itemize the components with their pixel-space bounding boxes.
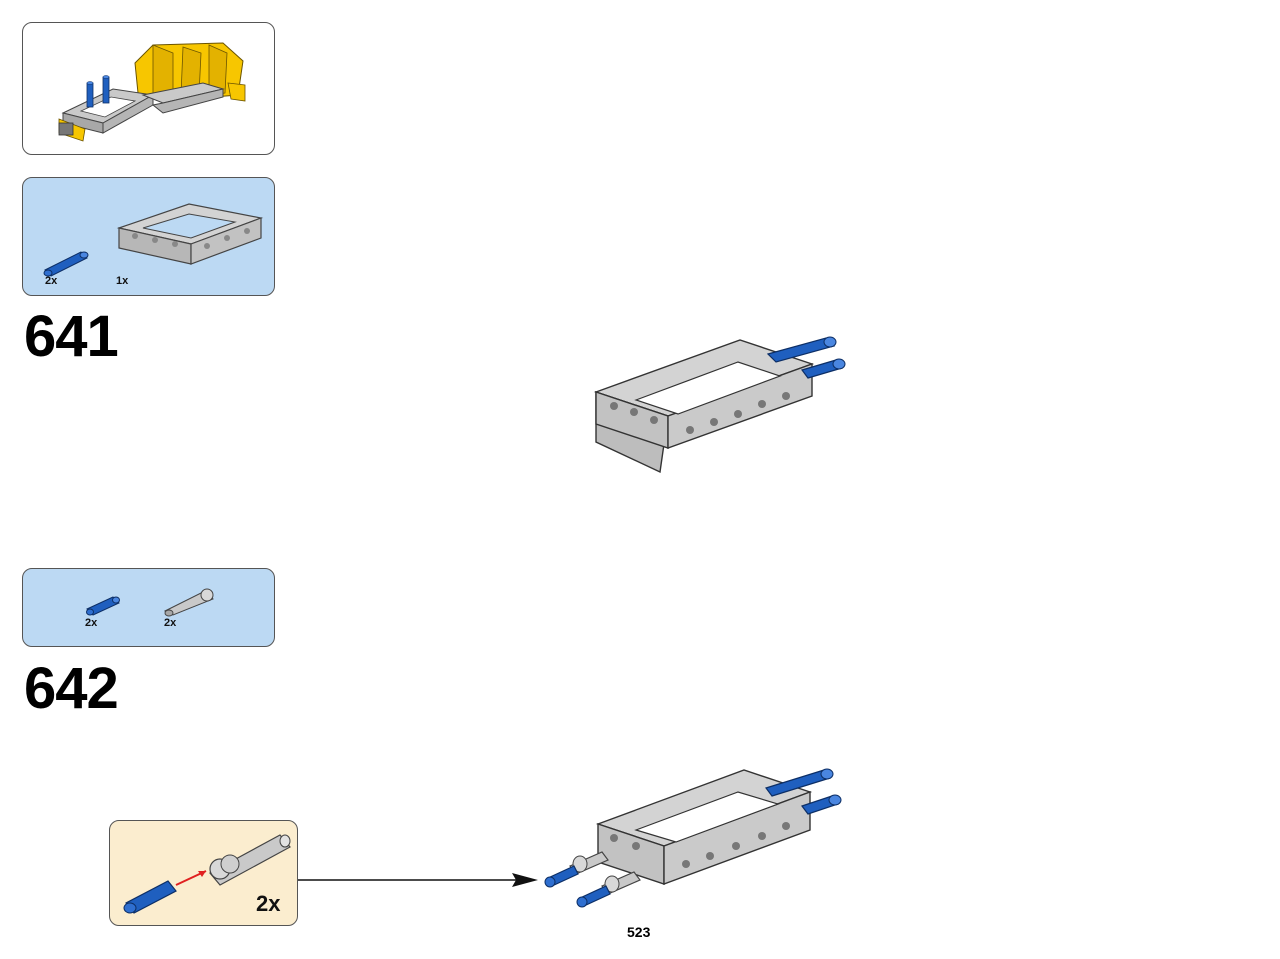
callout-arrow [298,873,538,887]
gray-5x7-frame-icon [116,203,264,265]
part-qty: 2x [164,617,177,629]
subassembly-callout: 2x [109,820,298,926]
yellow-plow-assembly-icon [58,42,246,142]
parts-list-641: 2x 1x [22,177,275,296]
previous-step-preview [22,22,275,155]
blue-axle-pin-icon [43,251,89,277]
pin-into-connector-icon [123,834,291,914]
parts-list-642: 2x 2x [22,568,275,647]
gray-axle-connector-icon [163,588,214,617]
step-641-frame-with-pins-illustration [593,336,846,474]
step-number: 641 [24,304,119,369]
step-642-frame-assembly-illustration [544,768,842,908]
part-qty: 2x [45,275,58,287]
part-qty: 1x [116,275,129,287]
step-number: 642 [24,656,119,721]
part-qty: 2x [85,617,98,629]
blue-pin-icon [86,596,120,616]
page-number: 523 [627,924,651,940]
subassembly-qty: 2x [256,891,281,916]
